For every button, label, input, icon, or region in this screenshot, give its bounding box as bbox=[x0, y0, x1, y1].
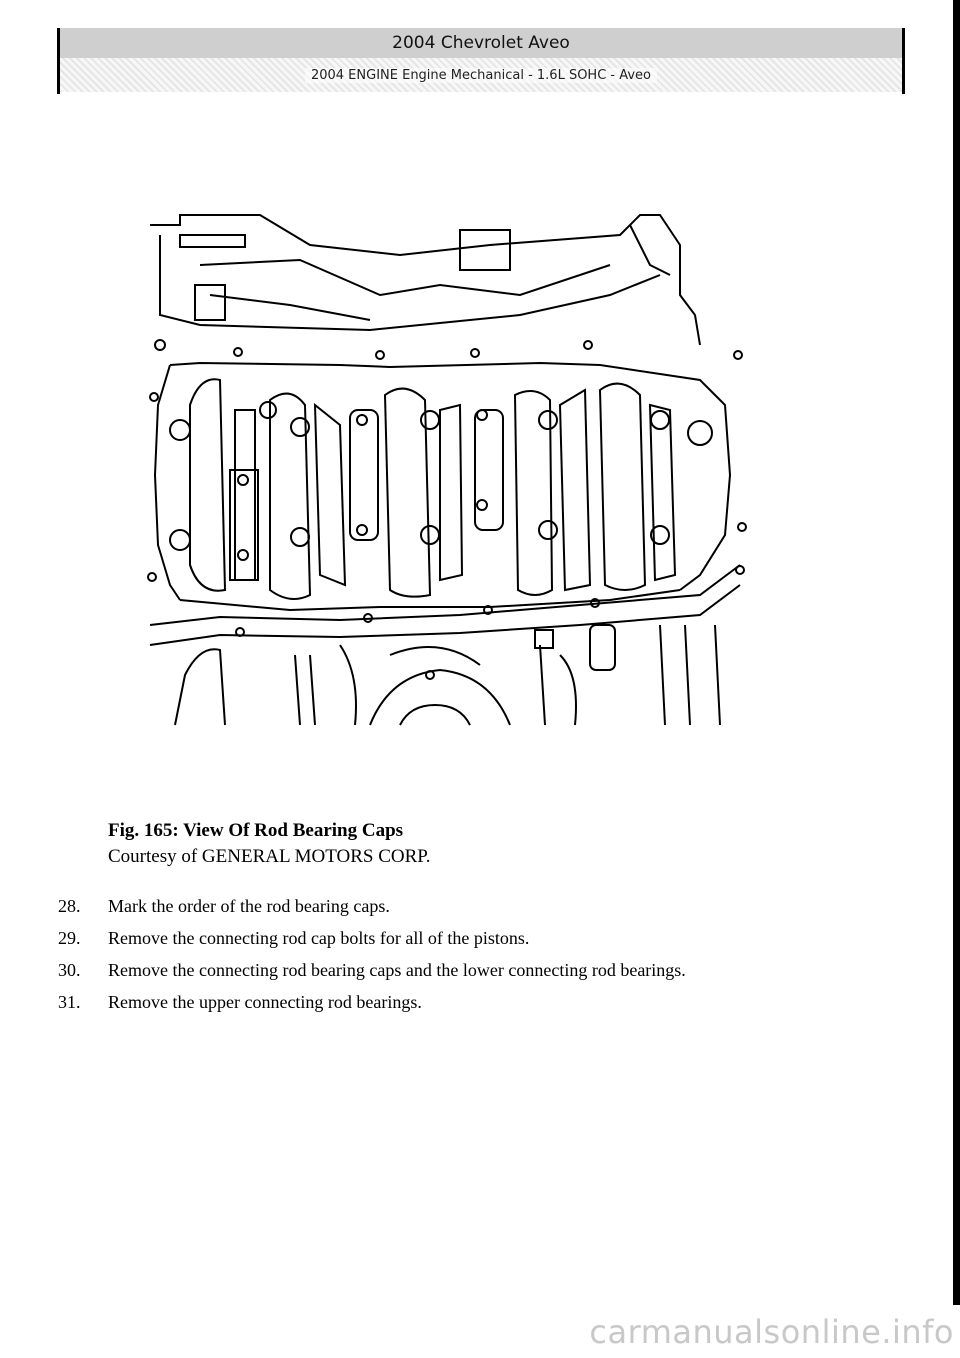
document-title: 2004 Chevrolet Aveo bbox=[60, 28, 902, 58]
engine-block-illustration bbox=[140, 205, 760, 740]
procedure-step: 29. Remove the connecting rod cap bolts … bbox=[58, 922, 938, 954]
document-subtitle: 2004 ENGINE Engine Mechanical - 1.6L SOH… bbox=[304, 67, 658, 83]
step-text: Remove the connecting rod bearing caps a… bbox=[108, 959, 686, 980]
step-number: 30. bbox=[58, 959, 81, 980]
step-number: 31. bbox=[58, 991, 81, 1012]
document-subtitle-row: 2004 ENGINE Engine Mechanical - 1.6L SOH… bbox=[60, 58, 902, 92]
procedure-steps: 28. Mark the order of the rod bearing ca… bbox=[58, 890, 938, 1018]
step-text: Remove the connecting rod cap bolts for … bbox=[108, 927, 530, 948]
step-number: 29. bbox=[58, 927, 81, 948]
document-header: 2004 Chevrolet Aveo 2004 ENGINE Engine M… bbox=[57, 28, 905, 94]
step-number: 28. bbox=[58, 895, 81, 916]
figure-caption: Fig. 165: View Of Rod Bearing Caps Court… bbox=[108, 818, 431, 870]
page-edge-rule bbox=[953, 0, 960, 1305]
procedure-step: 28. Mark the order of the rod bearing ca… bbox=[58, 890, 938, 922]
procedure-step: 30. Remove the connecting rod bearing ca… bbox=[58, 954, 938, 986]
figure-caption-title: Fig. 165: View Of Rod Bearing Caps bbox=[108, 820, 404, 841]
procedure-step: 31. Remove the upper connecting rod bear… bbox=[58, 986, 938, 1018]
watermark-text: carmanualsonline.info bbox=[589, 1312, 954, 1351]
figure-caption-credit: Courtesy of GENERAL MOTORS CORP. bbox=[108, 846, 431, 867]
step-text: Remove the upper connecting rod bearings… bbox=[108, 991, 422, 1012]
step-text: Mark the order of the rod bearing caps. bbox=[108, 895, 390, 916]
watermark-footer: carmanualsonline.info bbox=[0, 1305, 960, 1358]
